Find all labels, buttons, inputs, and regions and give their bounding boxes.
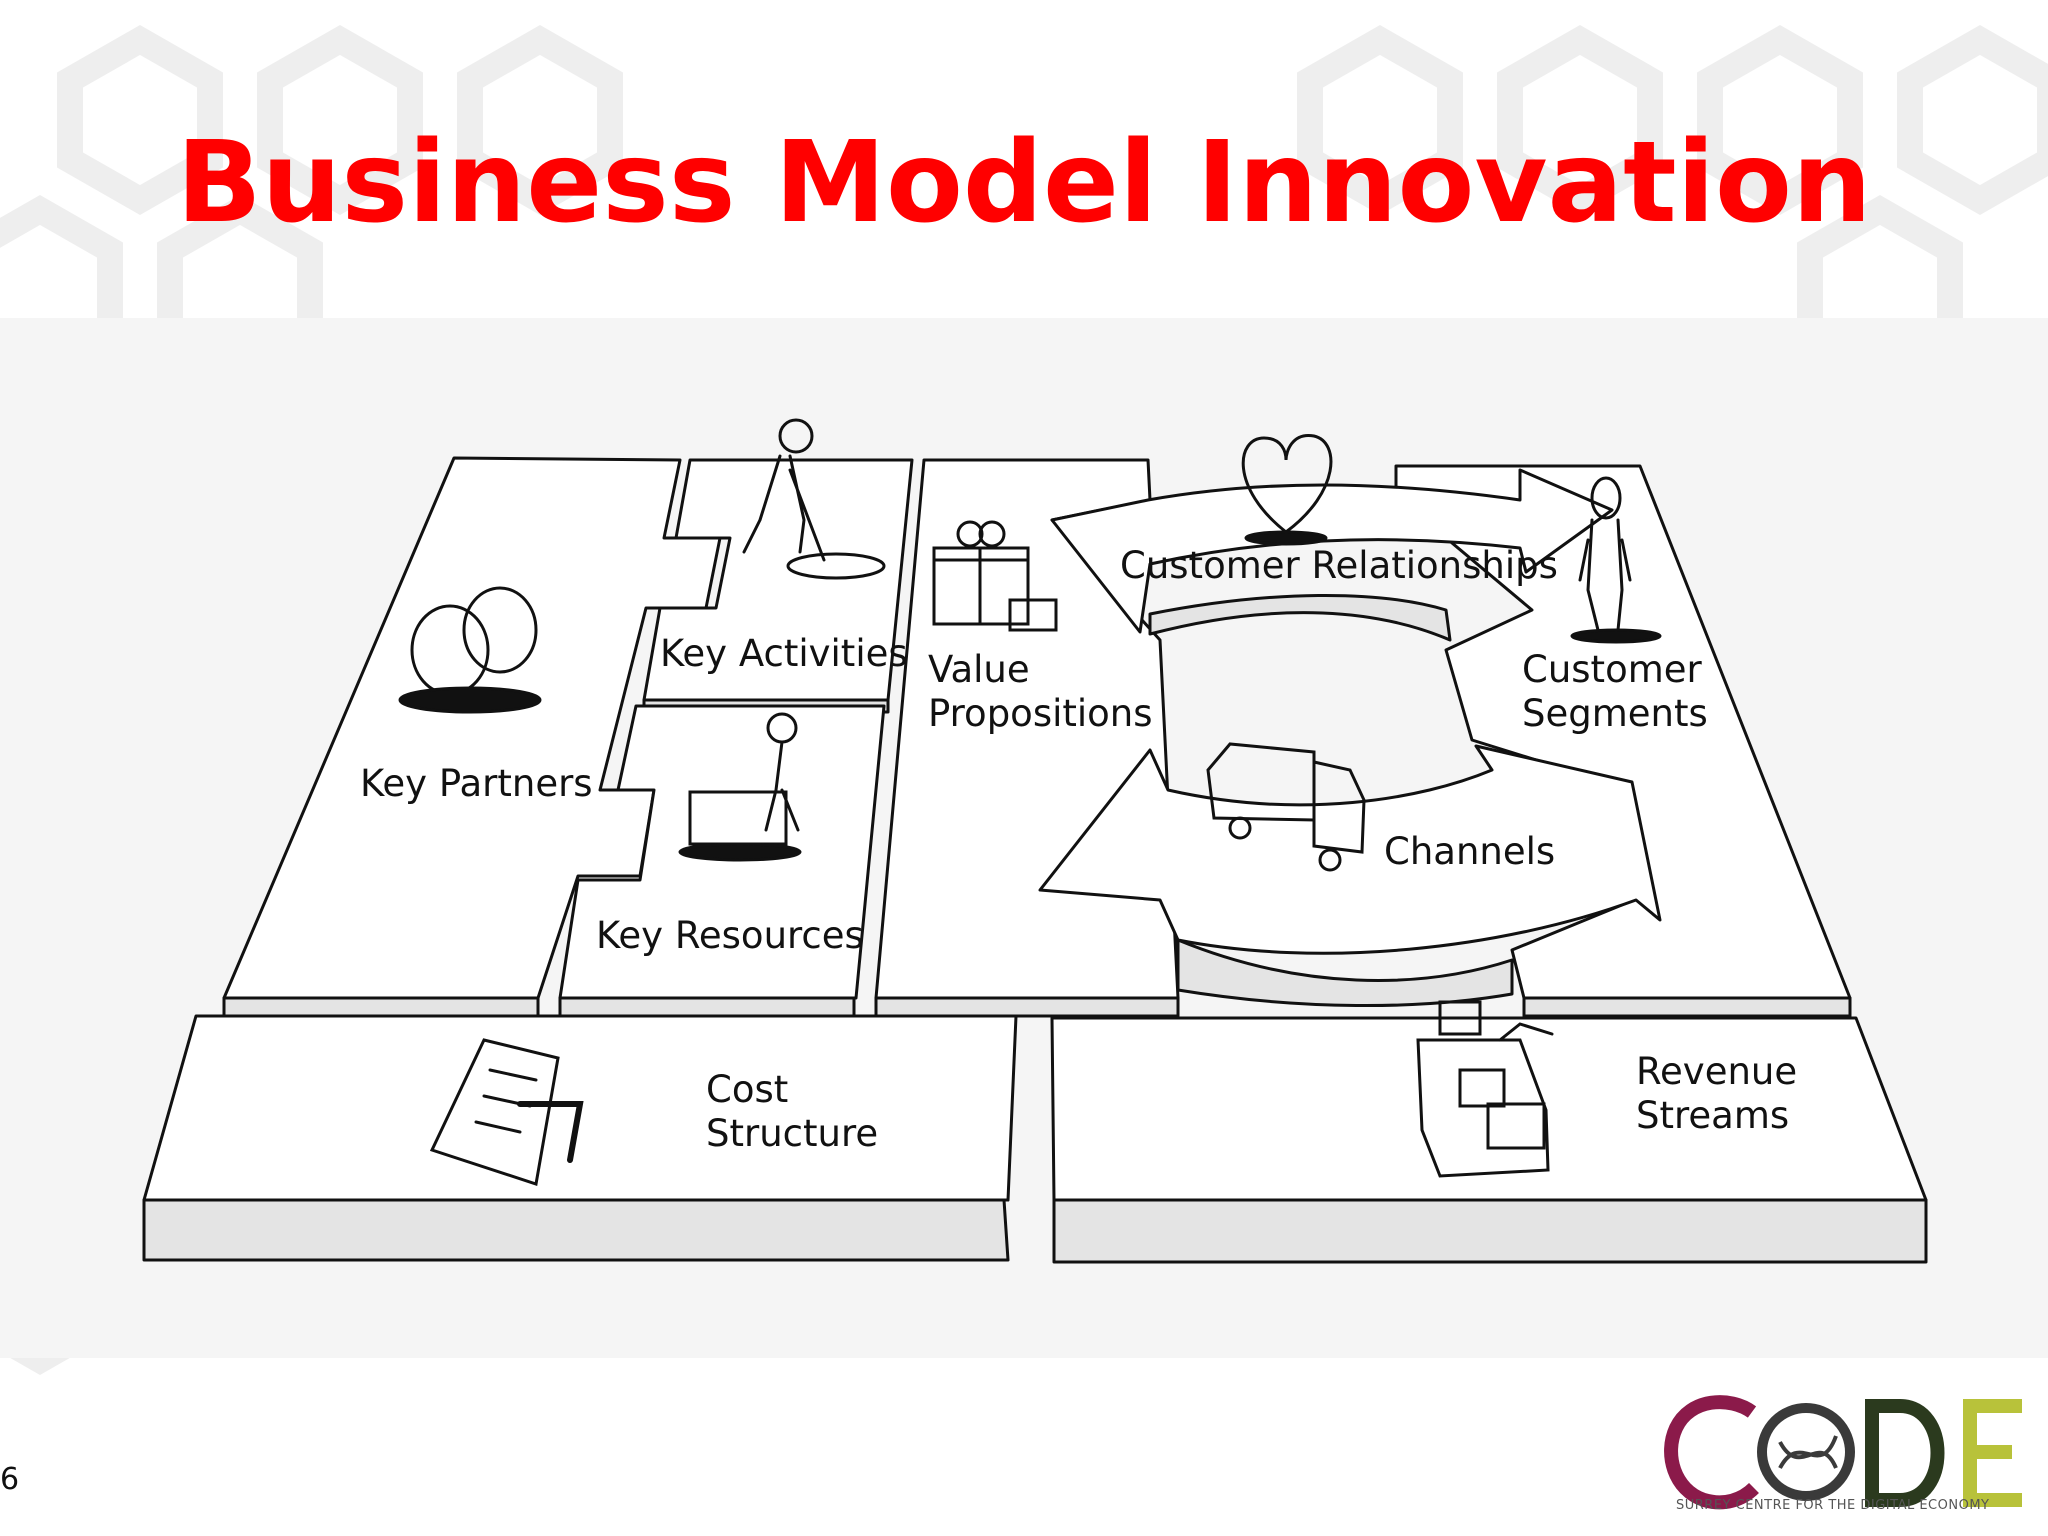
truck-icon	[1206, 742, 1366, 872]
rings-icon	[398, 586, 542, 714]
logo-subtitle: SURREY CENTRE FOR THE DIGITAL ECONOMY	[1676, 1498, 1990, 1513]
cost-structure-label: Cost Structure	[706, 1068, 879, 1155]
code-logo	[1664, 1395, 2022, 1510]
slide-title: Business Model Innovation	[176, 118, 1872, 248]
key-activities-label: Key Activities	[660, 632, 908, 675]
customer-relationships-arrow	[1050, 468, 1614, 642]
cost-structure-block	[142, 1014, 1018, 1262]
customer-segments-label: Customer Segments	[1522, 648, 1708, 735]
builder-person-icon	[678, 712, 802, 862]
cash-register-icon	[1416, 1000, 1554, 1178]
gift-box-icon	[932, 520, 1058, 632]
heart-icon	[1241, 434, 1333, 546]
standing-person-icon	[1570, 476, 1662, 644]
channels-label: Channels	[1384, 830, 1556, 873]
revenue-streams-label: Revenue Streams	[1636, 1050, 1798, 1137]
title-area: Business Model Innovation	[0, 0, 2048, 318]
customer-relationships-label: Customer Relationships	[1120, 544, 1558, 587]
page-number: 6	[0, 1462, 20, 1497]
digging-person-icon	[742, 418, 886, 580]
key-activities-block	[642, 458, 914, 714]
value-propositions-label: Value Propositions	[928, 648, 1153, 735]
key-partners-label: Key Partners	[360, 762, 593, 805]
key-partners-block	[222, 456, 722, 1018]
key-resources-label: Key Resources	[596, 914, 864, 957]
invoice-icon	[429, 1038, 584, 1186]
